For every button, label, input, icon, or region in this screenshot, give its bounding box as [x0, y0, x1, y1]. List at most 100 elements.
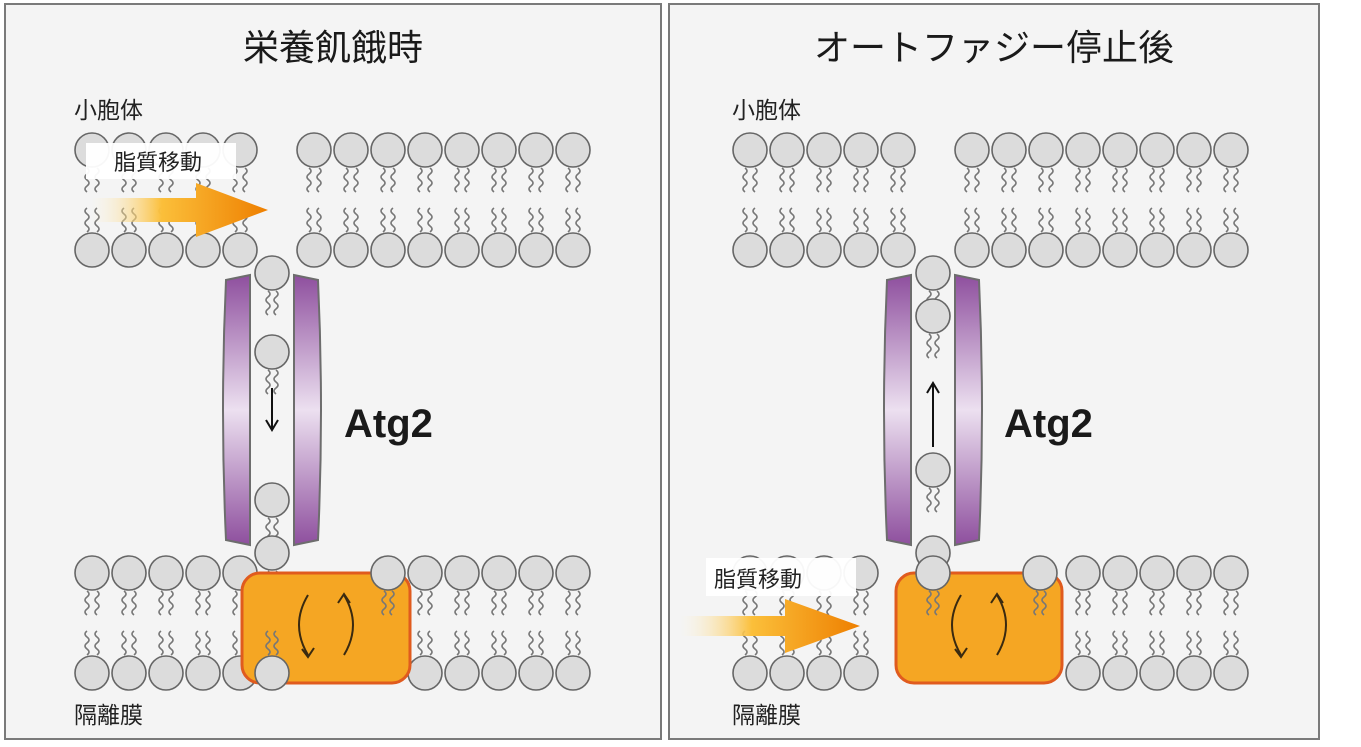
lipid-head	[296, 232, 332, 268]
lipid-head	[407, 232, 443, 268]
flop-arrow	[996, 594, 1007, 656]
lipid-head	[518, 655, 554, 691]
lipid-tail	[742, 167, 748, 193]
lipid-head	[806, 655, 842, 691]
lipid-tail	[528, 167, 534, 193]
er-label: 小胞体	[732, 98, 801, 124]
lipid-tail	[934, 487, 940, 513]
lipid-tail	[232, 630, 238, 656]
lipid-tail	[1149, 167, 1155, 193]
lipid-tail	[1122, 207, 1128, 233]
lipid-tail	[1233, 630, 1239, 656]
lipid-tail	[1075, 630, 1081, 656]
lipid-head	[370, 132, 406, 168]
lipid-head	[254, 482, 290, 518]
lipid-tail	[427, 590, 433, 616]
lipid-flow-arrow	[680, 558, 860, 653]
lipid-head	[74, 655, 110, 691]
lipid-tail	[1001, 167, 1007, 193]
lipid-head	[185, 232, 221, 268]
lipid-head	[148, 555, 184, 591]
lipid-tail	[381, 590, 387, 616]
lipid-tail	[273, 630, 279, 656]
lipid-tail	[1085, 630, 1091, 656]
lipid-tail	[853, 590, 859, 616]
scramblase-body	[240, 571, 412, 685]
lipid-tail	[454, 590, 460, 616]
lipid-tail	[816, 207, 822, 233]
lipid-tail	[1223, 590, 1229, 616]
lipid-tail	[1112, 630, 1118, 656]
lipid-tail	[131, 590, 137, 616]
lipid-tail	[380, 167, 386, 193]
lipid-head	[1065, 232, 1101, 268]
lipid-head	[407, 132, 443, 168]
lipid-head	[954, 232, 990, 268]
lipid-head	[915, 255, 951, 291]
lipid-tail	[306, 207, 312, 233]
lipid-head	[481, 655, 517, 691]
lipid-tail	[853, 630, 859, 656]
lipid-tail	[158, 590, 164, 616]
lipid-tail	[491, 630, 497, 656]
lipid-head	[407, 555, 443, 591]
lipid-tail	[316, 167, 322, 193]
lipid-head	[769, 132, 805, 168]
lipid-head	[555, 555, 591, 591]
lipid-tail	[1196, 207, 1202, 233]
lipid-tail	[900, 207, 906, 233]
lipid-tail	[789, 167, 795, 193]
lipid-tail	[242, 167, 248, 193]
lipid-tail	[1223, 630, 1229, 656]
lipid-tail	[1001, 207, 1007, 233]
flip-arrow	[951, 594, 962, 656]
lipid-head	[444, 655, 480, 691]
lipid-tail	[390, 207, 396, 233]
lipid-tail	[565, 590, 571, 616]
lipid-tail	[853, 207, 859, 233]
lipid-head	[954, 132, 990, 168]
lipid-tail	[1075, 167, 1081, 193]
panel-title: 栄養飢餓時	[242, 28, 423, 69]
lipid-head	[1139, 132, 1175, 168]
lipid-tail	[417, 207, 423, 233]
lipid-tail	[1112, 590, 1118, 616]
lipid-tail	[389, 590, 395, 616]
er-label: 小胞体	[74, 98, 143, 124]
lipid-tail	[343, 207, 349, 233]
lipid-tail	[1196, 590, 1202, 616]
lipid-tail	[789, 207, 795, 233]
lipid-tail	[853, 167, 859, 193]
lipid-head	[915, 555, 951, 591]
flip-arrowhead	[954, 647, 968, 659]
lipid-tail	[1149, 630, 1155, 656]
lipid-tail	[168, 630, 174, 656]
lipid-tail	[306, 167, 312, 193]
lipid-tail	[1011, 167, 1017, 193]
phagophore-label: 隔離膜	[74, 703, 143, 729]
lipid-head	[915, 298, 951, 334]
lipid-tail	[158, 630, 164, 656]
lipid-tail	[890, 207, 896, 233]
lipid-tail	[816, 167, 822, 193]
flip-arrowhead	[301, 647, 315, 659]
lipid-head	[880, 232, 916, 268]
lipid-tail	[1196, 630, 1202, 656]
er-membrane	[732, 132, 1249, 268]
lipid-tail	[934, 590, 940, 616]
atg2-wall-left	[883, 273, 912, 547]
lipid-tail	[121, 630, 127, 656]
panel-after-autophagy: オートファジー停止後 脂質移動 小胞体 隔離膜 Atg2	[668, 3, 1320, 740]
lipid-head	[1176, 555, 1212, 591]
lipid-head	[444, 132, 480, 168]
flop-arrowhead	[990, 592, 1004, 604]
lipid-head	[1213, 232, 1249, 268]
lipid-tail	[565, 630, 571, 656]
lipid-tail	[1075, 207, 1081, 233]
lipid-tail	[121, 590, 127, 616]
lipid-head	[1065, 132, 1101, 168]
lipid-head	[296, 132, 332, 168]
panel-starvation: 栄養飢餓時 脂質移動 小胞体 隔離膜 Atg2	[4, 3, 662, 740]
lipid-head	[806, 232, 842, 268]
lipid-head	[111, 555, 147, 591]
